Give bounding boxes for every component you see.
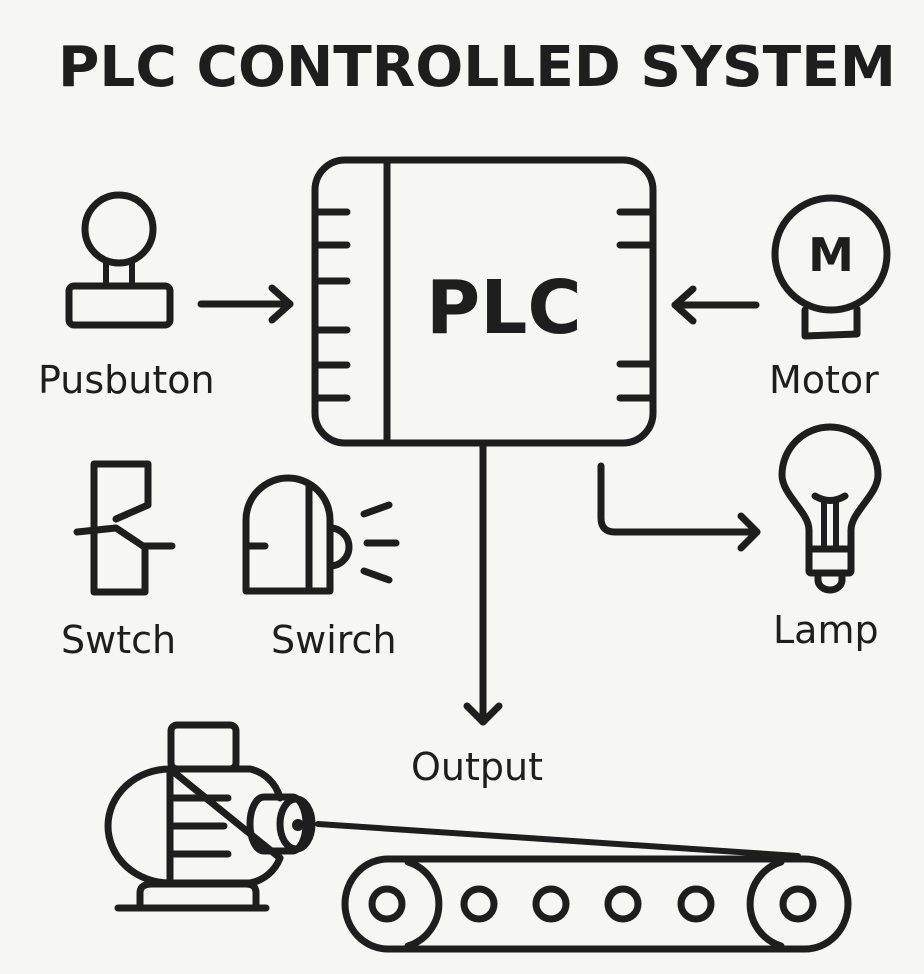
- conveyor-roller: [532, 885, 570, 923]
- switch-contact-label: Swtch: [61, 618, 176, 662]
- conveyor-roller: [779, 885, 817, 923]
- plc-right-terminals: [616, 208, 654, 402]
- arrow-plc-to-lamp: [597, 462, 761, 552]
- conveyor-rollers: [368, 885, 817, 923]
- conveyor-roller: [368, 885, 406, 923]
- conveyor-roller: [604, 885, 642, 923]
- lightbulb-icon: [778, 423, 882, 594]
- diagram-title: PLC CONTROLLED SYSTEM: [58, 35, 896, 100]
- plc-controller: PLC: [311, 156, 657, 447]
- proximity-switch-icon: [242, 474, 400, 595]
- output-label: Output: [411, 745, 543, 789]
- lamp-label: Lamp: [773, 608, 879, 652]
- electric-motor-icon: [104, 721, 316, 912]
- switch-sensor-label: Swirch: [271, 618, 397, 662]
- conveyor-icon: [341, 855, 852, 953]
- arrow-pushbutton-to-plc: [197, 284, 294, 324]
- drive-belt: [315, 821, 801, 859]
- switch-contact-icon: [73, 460, 176, 596]
- motor-label: Motor: [769, 358, 879, 402]
- motor-icon: M: [771, 194, 891, 340]
- arrow-motor-to-plc: [671, 285, 760, 325]
- pushbutton-label: Pusbuton: [38, 358, 215, 402]
- conveyor-roller: [460, 885, 498, 923]
- plc-label: PLC: [426, 265, 582, 351]
- arrow-plc-to-output: [463, 439, 503, 726]
- pushbutton-icon: [65, 191, 174, 329]
- plc-left-terminals: [314, 208, 351, 402]
- conveyor-roller: [677, 885, 715, 923]
- motor-glyph: M: [808, 228, 854, 282]
